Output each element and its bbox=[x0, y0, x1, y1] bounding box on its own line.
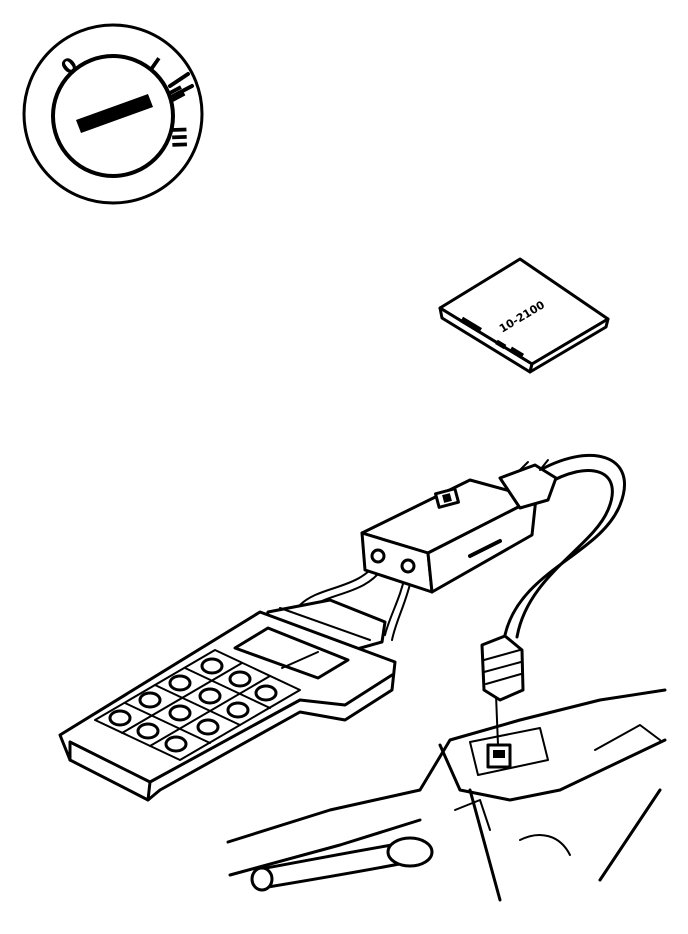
tester-key bbox=[226, 701, 250, 719]
car-center-console bbox=[226, 688, 667, 902]
ignition-mark bbox=[171, 84, 194, 98]
console-outline bbox=[228, 818, 422, 877]
handbrake-grip bbox=[386, 836, 434, 868]
tester-keypad bbox=[94, 649, 301, 761]
interface-box-indicator-led bbox=[442, 493, 452, 503]
ignition-key-slot bbox=[76, 94, 153, 133]
interface-box-side bbox=[426, 496, 538, 594]
cartridge-side bbox=[528, 317, 610, 374]
tester-key bbox=[254, 684, 278, 702]
handheld-tester bbox=[58, 598, 397, 802]
interface-box-socket bbox=[400, 558, 416, 574]
tester-screen-reflection bbox=[281, 651, 319, 669]
keypad-gridline bbox=[154, 684, 241, 726]
tester-key bbox=[200, 657, 224, 675]
console-detail bbox=[454, 799, 491, 831]
tester-key bbox=[168, 704, 192, 722]
plug-ridge bbox=[483, 661, 522, 673]
interface-box bbox=[360, 459, 558, 594]
cartridge-connector bbox=[495, 339, 507, 350]
console-outline bbox=[226, 688, 667, 844]
tester-body-edge bbox=[68, 673, 394, 802]
plug-ridge bbox=[483, 649, 521, 661]
cartridge-connector bbox=[460, 316, 482, 334]
cartridge-connector bbox=[509, 346, 525, 359]
interface-box-slot bbox=[468, 539, 502, 558]
vehicle-connector-plug bbox=[480, 634, 525, 702]
tester-key bbox=[168, 674, 192, 692]
ignition-mark bbox=[168, 72, 190, 88]
tester-key bbox=[136, 722, 160, 740]
diagnostic-cable bbox=[515, 469, 614, 639]
plug-detail bbox=[519, 461, 529, 471]
plug-detail bbox=[539, 459, 549, 471]
keypad-gridline bbox=[121, 662, 243, 734]
obd-socket-pins bbox=[493, 750, 505, 758]
console-detail bbox=[594, 724, 661, 751]
keypad-gridline bbox=[124, 702, 211, 744]
keypad-frame bbox=[94, 649, 301, 761]
tester-key bbox=[196, 718, 220, 736]
tester-key bbox=[108, 709, 132, 727]
tester-key bbox=[198, 687, 222, 705]
console-outline bbox=[598, 788, 662, 882]
interface-box-plug bbox=[498, 463, 558, 510]
ignition-outer-ring bbox=[22, 23, 204, 205]
handbrake-end bbox=[250, 866, 274, 892]
console-outline bbox=[468, 788, 502, 902]
tester-key bbox=[228, 670, 252, 688]
tester-key bbox=[138, 691, 162, 709]
tester-screen bbox=[233, 626, 350, 680]
tester-key bbox=[164, 735, 188, 753]
interface-box-socket bbox=[370, 548, 386, 564]
ignition-switch: 0 I II III bbox=[22, 23, 204, 205]
ignition-inner-ring bbox=[51, 54, 175, 178]
console-detail bbox=[519, 834, 571, 856]
keypad-gridline bbox=[184, 667, 271, 709]
program-cartridge: 10-2100 bbox=[438, 257, 610, 374]
diagnostic-cable bbox=[503, 453, 626, 637]
ignition-position-3: III bbox=[167, 126, 192, 149]
plug-ridge bbox=[485, 673, 522, 685]
socket-recess bbox=[469, 727, 549, 776]
console-outline bbox=[438, 738, 667, 802]
keypad-gridline bbox=[149, 675, 271, 747]
tester-adapter-edge bbox=[279, 607, 371, 641]
